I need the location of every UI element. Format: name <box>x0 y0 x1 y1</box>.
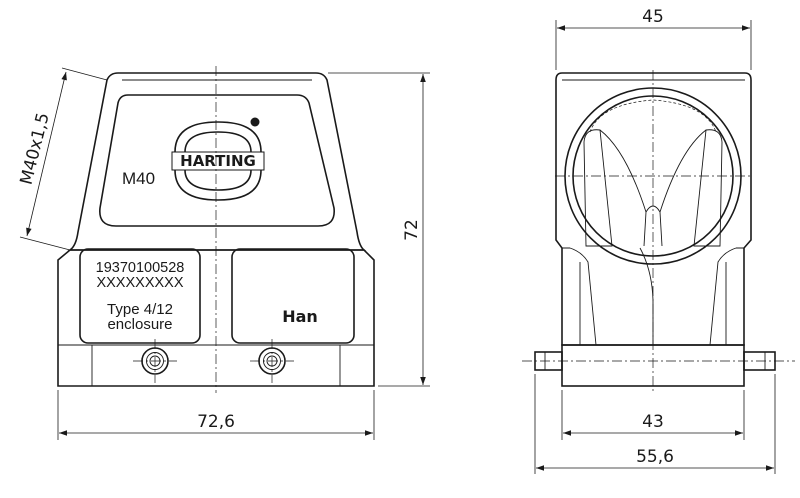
series-label: Han <box>282 307 318 326</box>
brand-label: HARTING <box>180 152 256 170</box>
front-view: HARTING M40 19370100528 XXXXXXXXX Type 4… <box>17 66 430 440</box>
size-label: M40 <box>122 169 155 188</box>
han-panel <box>231 248 355 344</box>
placeholder-code: XXXXXXXXX <box>96 275 183 291</box>
label-panel <box>79 248 201 344</box>
part-number: 19370100528 <box>96 260 185 276</box>
side-top-width-dimension: 45 <box>642 7 664 27</box>
side-view: 45 43 55,6 <box>522 7 795 474</box>
harting-logo: HARTING <box>171 117 265 201</box>
thread-dimension: M40x1,5 <box>17 111 54 187</box>
side-inner-width-dimension: 43 <box>642 412 664 432</box>
side-overall-width-dimension: 55,6 <box>636 447 674 467</box>
height-dimension: 72 <box>402 219 422 241</box>
type-label: Type 4/12 <box>107 301 173 318</box>
logo-dot <box>250 117 260 127</box>
housing-outline <box>57 249 375 387</box>
hood-window <box>99 94 335 227</box>
front-width-dimension: 72,6 <box>197 412 235 432</box>
enclosure-label: enclosure <box>107 316 172 333</box>
